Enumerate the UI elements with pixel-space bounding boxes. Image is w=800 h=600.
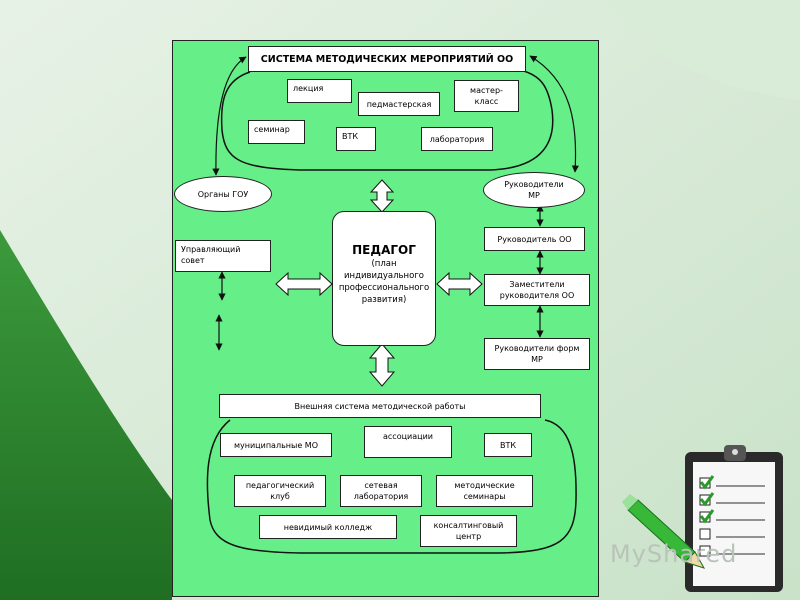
ext-ped-club: педагогический клуб [234,475,326,507]
ext-invisible-college: невидимый колледж [259,515,397,539]
item-master-class: мастер- класс [454,80,519,112]
block-arrow-right [436,271,483,297]
ext-municipal-mo: муниципальные МО [220,433,332,457]
arrow-title-leaders [529,55,579,173]
ext-associations: ассоциации [364,426,452,458]
clipboard-checklist-icon [622,445,783,592]
watermark-text: MyShared [610,540,738,568]
green-pencil-icon [622,494,706,569]
ext-network-lab: сетевая лаборатория [340,475,422,507]
external-group-outline [206,419,577,554]
green-swoosh-decor [0,230,172,600]
arrow-title-organs [212,56,247,176]
item-laboratory: лаборатория [421,127,493,151]
center-teacher-box: ПЕДАГОГ (план индивидуального профессион… [332,211,436,346]
ext-method-seminars: методические семинары [436,475,533,507]
item-ped-workshop: педмастерская [358,92,440,116]
box-head-oo: Руководитель ОО [484,227,585,251]
block-arrow-down [368,343,396,387]
box-heads-forms-mr: Руководители форм МР [484,338,590,370]
box-governing-council: Управляющий совет [175,240,271,272]
ext-vtk: ВТК [484,433,532,457]
center-title: ПЕДАГОГ [352,243,416,257]
block-arrow-up [369,179,395,213]
item-lecture: лекция [287,79,352,103]
item-seminar: семинар [248,120,305,144]
title-box: СИСТЕМА МЕТОДИЧЕСКИХ МЕРОПРИЯТИЙ ОО [248,46,526,72]
block-arrow-left [275,271,333,297]
item-vtk-top: ВТК [336,127,376,151]
ext-consulting-center: консалтинговый центр [420,515,517,547]
oval-organs-gou: Органы ГОУ [174,176,272,212]
oval-leaders-mr: Руководители МР [483,172,585,208]
box-deputies: Заместители руководителя ОО [484,274,590,306]
external-title-box: Внешняя система методической работы [219,394,541,418]
center-subtitle: (план индивидуального профессионального … [338,259,430,305]
